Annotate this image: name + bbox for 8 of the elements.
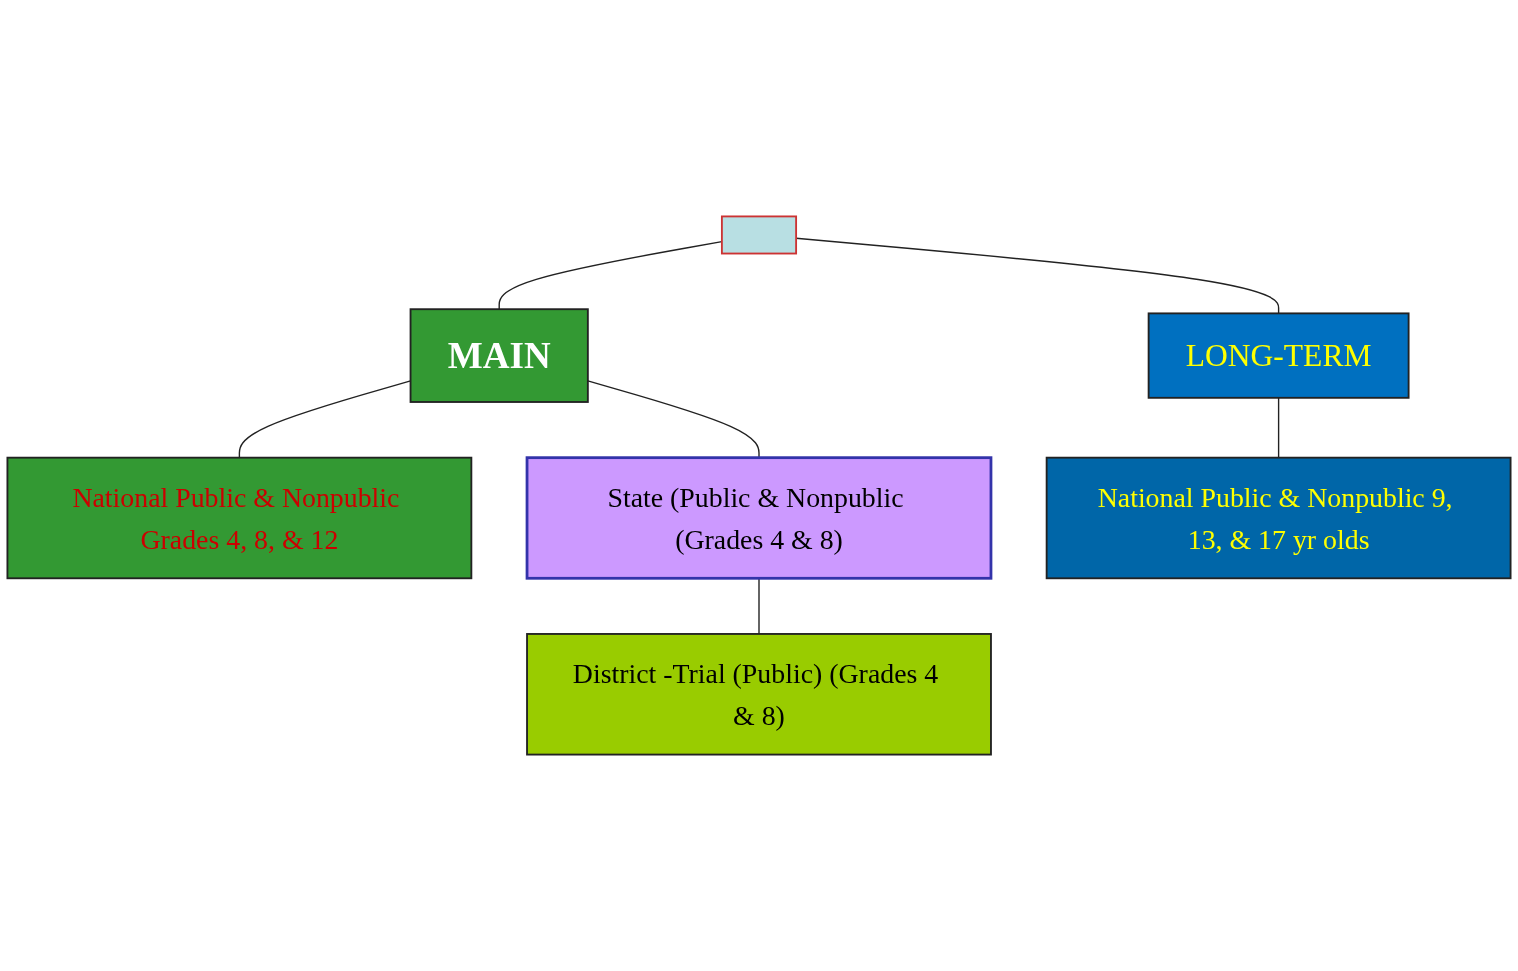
node-box: MAIN bbox=[409, 308, 589, 403]
node-box: LONG-TERM bbox=[1147, 312, 1410, 399]
connector bbox=[1277, 397, 1280, 459]
node-box: National Public & Nonpublic Grades 4, 8, & 12 bbox=[6, 456, 473, 580]
node-box: National Public & Nonpublic 9, 13, & 17 yr olds bbox=[1045, 456, 1512, 580]
node-box: State (Public & Nonpublic (Grades 4 & 8) bbox=[525, 456, 993, 580]
node-box: District -Trial (Public) (Grades 4 & 8) bbox=[526, 633, 992, 756]
node-box bbox=[720, 215, 798, 255]
